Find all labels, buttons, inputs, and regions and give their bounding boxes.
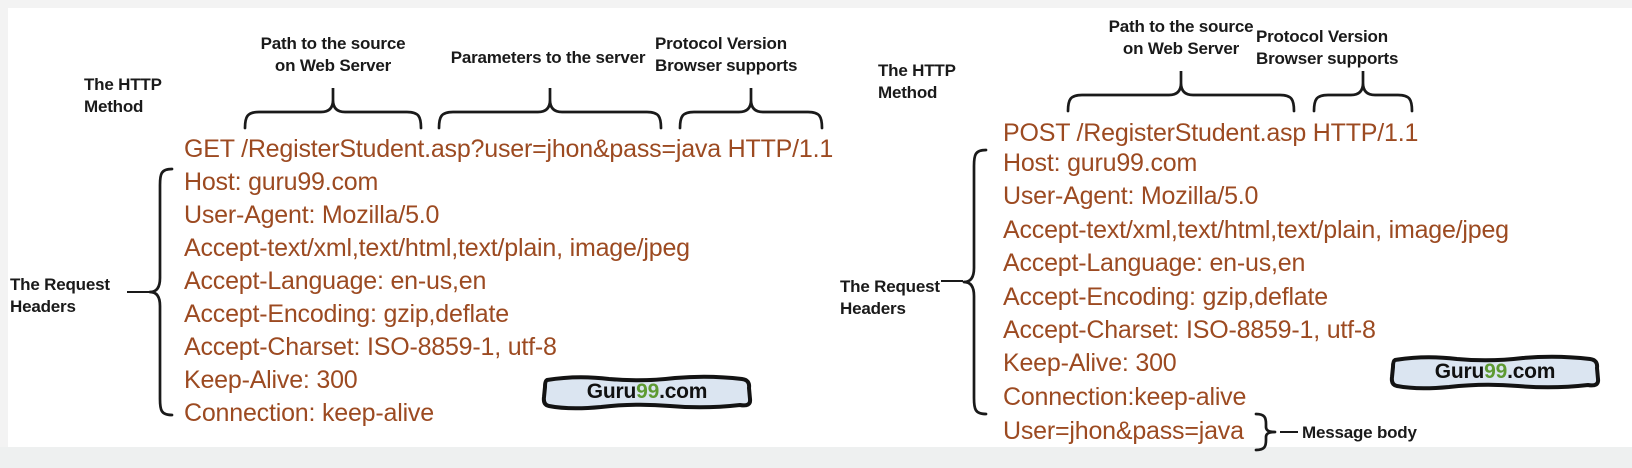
path-annotation-line2: on Web Server [274, 56, 392, 75]
protocol-overbrace [1312, 71, 1414, 113]
header-line: Keep-Alive: 300 [184, 366, 358, 394]
request-headers-label-line1: The Request [840, 277, 940, 296]
request-headers-label: The Request Headers [840, 276, 940, 320]
header-line: Accept-Charset: ISO-8859-1, utf-8 [1003, 315, 1376, 344]
http-method-label-line2: Method [878, 83, 938, 102]
params-annotation-label: Parameters to the server [450, 48, 646, 67]
logo-guru: Guru [1434, 360, 1485, 383]
request-headers-label-line2: Headers [840, 299, 906, 318]
http-method-label-line2: Method [84, 97, 144, 116]
request-headers-label-line2: Headers [10, 297, 76, 316]
page-margin-left [0, 0, 8, 468]
http-method-label: The HTTP Method [878, 60, 956, 104]
path-annotation-line2: on Web Server [1122, 39, 1240, 58]
header-line: Accept-text/xml,text/html,text/plain, im… [184, 234, 690, 262]
path-annotation-line1: Path to the source [1108, 17, 1254, 36]
http-method-label: The HTTP Method [84, 74, 162, 118]
header-line: Connection:keep-alive [1003, 382, 1247, 411]
request-headers-brace [148, 167, 174, 417]
post-request-line: POST /RegisterStudent.asp HTTP/1.1 [1003, 119, 1419, 147]
header-line: User-Agent: Mozilla/5.0 [1003, 182, 1259, 211]
guru99-logo-border [541, 374, 753, 411]
protocol-overbrace [678, 88, 824, 130]
path-overbrace [243, 88, 423, 130]
logo-guru: Guru [586, 380, 637, 403]
header-line: Accept-Encoding: gzip,deflate [184, 300, 509, 328]
page-margin-top [0, 0, 1632, 8]
path-annotation-line1: Path to the source [260, 34, 406, 53]
params-overbrace [437, 88, 663, 130]
message-body-connector [1280, 431, 1298, 433]
logo-99: 99 [636, 380, 660, 403]
request-headers-connector [127, 291, 150, 293]
logo-99: 99 [1484, 360, 1508, 383]
protocol-annotation-line1: Protocol Version [1256, 27, 1388, 46]
header-line: Accept-Encoding: gzip,deflate [1003, 282, 1328, 311]
http-method-label-line1: The HTTP [84, 75, 162, 94]
request-headers-brace [962, 148, 988, 416]
header-line: Accept-Language: en-us,en [1003, 249, 1306, 278]
protocol-annotation-line2: Browser supports [1256, 49, 1399, 68]
page-margin-bottom [0, 447, 1632, 468]
header-line: Host: guru99.com [1003, 149, 1198, 177]
request-headers-label-line1: The Request [10, 275, 110, 294]
request-headers-label: The Request Headers [10, 274, 110, 318]
protocol-annotation-label: Protocol Version Browser supports [1256, 26, 1398, 70]
request-headers-connector [941, 280, 963, 282]
message-body-brace [1254, 412, 1277, 452]
guru99-logo-border [1389, 354, 1601, 391]
header-line: Accept-Language: en-us,en [184, 267, 487, 295]
header-line: Accept-Charset: ISO-8859-1, utf-8 [184, 333, 557, 361]
path-annotation-label: Path to the source on Web Server [233, 33, 433, 77]
header-line: Connection: keep-alive [184, 399, 434, 427]
get-request-line: GET /RegisterStudent.asp?user=jhon&pass=… [184, 135, 834, 163]
logo-com: .com [1507, 360, 1556, 383]
protocol-annotation-line2: Browser supports [655, 56, 798, 75]
http-method-label-line1: The HTTP [878, 61, 956, 80]
header-line: User-Agent: Mozilla/5.0 [184, 201, 440, 229]
logo-com: .com [659, 380, 708, 403]
protocol-annotation-label: Protocol Version Browser supports [655, 33, 797, 77]
message-body-line: User=jhon&pass=java [1003, 417, 1244, 445]
header-line: Accept-text/xml,text/html,text/plain, im… [1003, 215, 1509, 244]
message-body-label: Message body [1302, 423, 1417, 442]
header-line: Host: guru99.com [184, 168, 379, 196]
path-annotation-label: Path to the source on Web Server [1081, 16, 1281, 60]
header-line: Keep-Alive: 300 [1003, 349, 1177, 378]
post-header-list: Host: guru99.com User-Agent: Mozilla/5.0… [1003, 147, 1509, 414]
path-overbrace [1066, 71, 1296, 113]
protocol-annotation-line1: Protocol Version [655, 34, 787, 53]
get-header-list: Host: guru99.com User-Agent: Mozilla/5.0… [184, 166, 690, 430]
